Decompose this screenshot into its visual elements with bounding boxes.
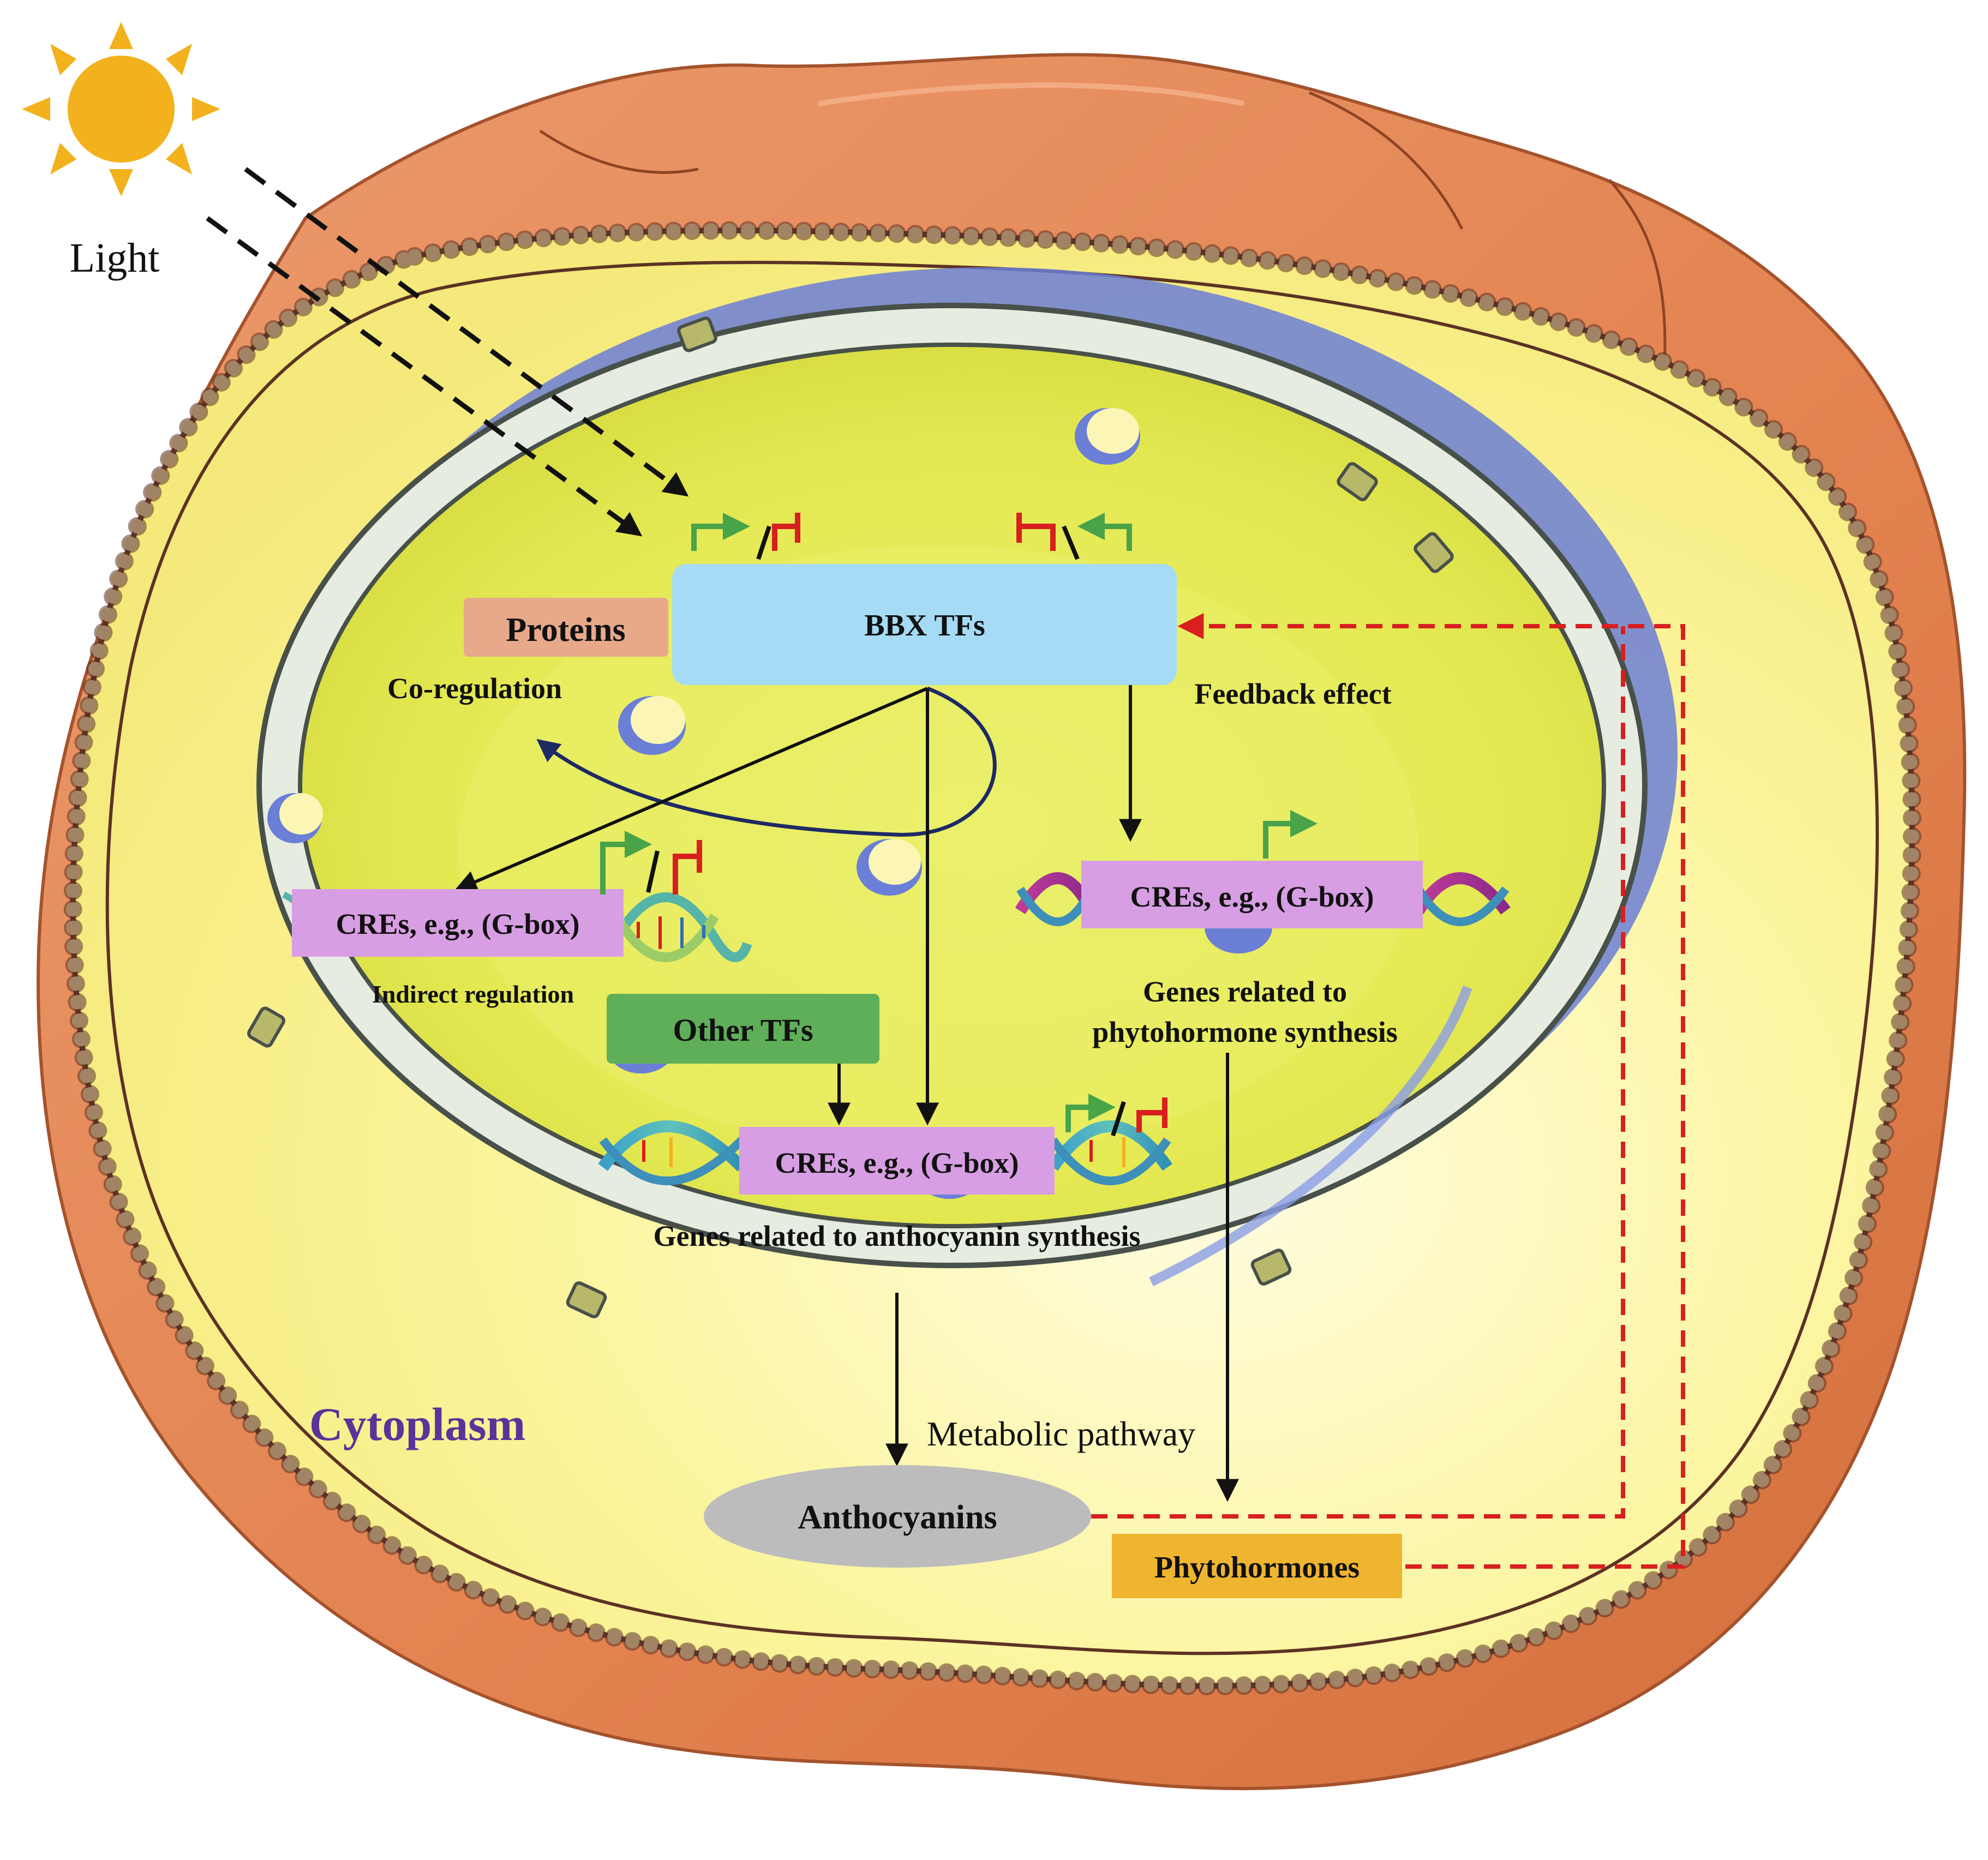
cell-wall-highlight: [818, 82, 1245, 106]
or-slash: [1111, 1101, 1126, 1137]
plasma-membrane-beads-outer-ring: [63, 221, 1921, 1695]
activation-arrow-icon: [1077, 513, 1132, 551]
other-tfs-label: Other TFs: [673, 1012, 813, 1048]
other-tfs-box: [607, 994, 879, 1064]
light-arrow-1: [244, 167, 689, 497]
left-cre-label: CREs, e.g., (G-box): [336, 908, 580, 940]
phytohormones-label: Phytohormones: [1154, 1551, 1360, 1585]
left-cre-box: [292, 889, 624, 957]
light-label: Light: [70, 235, 160, 281]
cytoplasm-label: Cytoplasm: [309, 1398, 526, 1450]
light-arrow-2: [206, 216, 643, 537]
genes-phyto-line2-label: phytohormone synthesis: [1092, 1016, 1398, 1048]
activation-arrow-icon: [1065, 1094, 1116, 1132]
or-slash: [646, 850, 660, 893]
indirect-regulation-label: Indirect regulation: [372, 980, 574, 1008]
activation-arrow-icon: [600, 831, 652, 895]
activation-arrow-icon: [1263, 810, 1318, 859]
right-cre-box: [1081, 861, 1423, 928]
bbx-tfs-label: BBX TFs: [864, 609, 985, 643]
cell-wall-fold: [539, 129, 699, 174]
nuclear-envelope-pores: [247, 316, 1454, 1318]
activation-arrow-icon: [691, 513, 750, 551]
metabolic-pathway-label: Metabolic pathway: [927, 1414, 1195, 1453]
repression-bar-icon: [673, 840, 702, 895]
feedback-lines: [1091, 624, 1685, 1569]
feedback-effect-label: Feedback effect: [1194, 677, 1391, 710]
bbx-to-left-cre-arrow: [454, 687, 929, 893]
bottom-cre-label: CREs, e.g., (G-box): [775, 1147, 1019, 1179]
or-slash: [756, 525, 771, 560]
proteins-box: [464, 598, 668, 657]
bottom-cre-box: [739, 1127, 1055, 1195]
co-regulation-label: Co-regulation: [387, 672, 562, 705]
co-regulation-arrow: [536, 686, 997, 837]
phytohormones-box: [1112, 1534, 1402, 1598]
anthocyanins-label: Anthocyanins: [798, 1499, 997, 1536]
repression-bar-icon: [772, 513, 800, 551]
genes-anthocyanin-label: Genes related to anthocyanin synthesis: [653, 1220, 1140, 1252]
genes-phyto-line1-label: Genes related to: [1143, 975, 1347, 1008]
proteins-label: Proteins: [506, 611, 625, 649]
plasma-membrane-inner: [105, 261, 1879, 1655]
cell-wall-fold: [1608, 179, 1667, 377]
cell-wall-fold: [1309, 91, 1464, 230]
repression-bar-icon: [1136, 1097, 1167, 1132]
bbx-tfs-box: [672, 564, 1177, 685]
repression-bar-icon: [1016, 513, 1056, 551]
anthocyanins-ellipse: [704, 1465, 1091, 1568]
sun-icon: [22, 22, 220, 196]
nucleus-reflection: [1149, 985, 1472, 1287]
or-slash: [1062, 525, 1080, 560]
dna-helix-icon: [598, 1120, 1173, 1185]
right-cre-label: CREs, e.g., (G-box): [1130, 880, 1374, 913]
